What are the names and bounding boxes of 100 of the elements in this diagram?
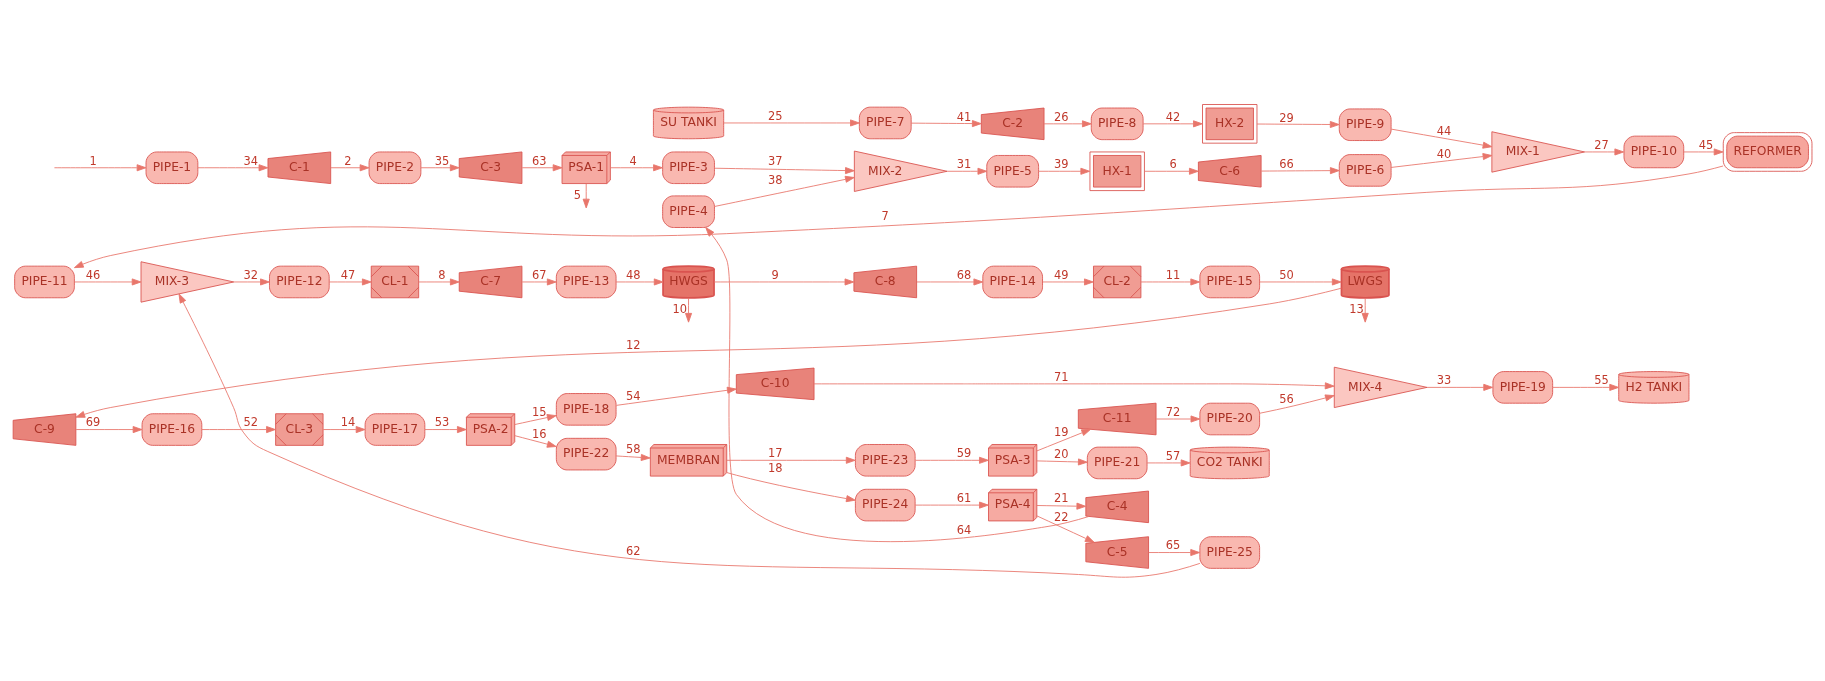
arrow [514,434,557,448]
edge-label: 55 [1594,372,1609,387]
edge-label: 68 [956,267,972,282]
edge-label: 22 [1054,509,1069,524]
arrow [609,163,663,171]
node-box: PIPE-17 [364,412,426,446]
edge-label: 9 [771,267,779,282]
edge-label: 21 [1054,490,1069,505]
edge-label: 58 [625,441,641,456]
edge-label: 71 [1054,369,1069,384]
node-box: C-6 [1197,154,1262,188]
arrow [713,277,855,285]
arrow [726,456,856,464]
node-box: PIPE-6 [1338,153,1392,187]
node-box: REFORMER [1722,131,1813,172]
arrow [54,163,147,171]
arrow [1390,152,1493,168]
arrow [813,381,1335,389]
node-box: PIPE-24 [854,488,916,521]
edge-label: 52 [243,414,258,429]
node-box: C-10 [735,367,815,400]
node-box: PIPE-11 [14,265,75,298]
edge-label: 29 [1279,110,1294,125]
arrow [521,277,557,285]
edge-label: 46 [85,267,101,282]
edge-label: 7 [881,208,889,223]
node-box: PIPE-23 [854,443,916,477]
edge-label: 39 [1054,156,1069,171]
arrow [910,119,982,127]
edge-label: 63 [531,153,547,168]
arrow [201,425,276,433]
arrow [330,163,370,171]
arrow [1256,120,1340,128]
arrow [946,167,988,175]
arrow [328,277,372,285]
edge-label: 4 [629,153,637,168]
node-box: PIPE-22 [555,437,617,470]
node-box: PIPE-13 [555,265,617,298]
node-box: PIPE-15 [1199,265,1261,298]
arrow [1036,457,1088,465]
arrow [1036,502,1087,510]
node-box: PIPE-16 [141,412,203,446]
edge-label: 15 [531,404,547,419]
edge-label: 17 [767,445,783,460]
edge-label: 27 [1594,137,1609,152]
edge-label: 38 [767,172,783,187]
edge-label: 35 [434,153,450,168]
edge-label: 8 [438,267,446,282]
edge-label: 12 [625,337,641,352]
node-box: PIPE-10 [1623,135,1685,168]
arrow [1144,167,1199,175]
edge-label: 53 [434,414,450,429]
node-box: PIPE-20 [1199,402,1261,435]
node-box: C-2 [980,107,1045,140]
edge-label: 45 [1698,137,1714,152]
node-box: C-4 [1085,490,1149,523]
edge-label: 31 [956,156,972,171]
edge-label: 20 [1054,446,1069,461]
node-box: PIPE-18 [555,392,617,426]
arrow [1259,393,1335,414]
node-box: C-8 [853,265,918,298]
edge-label: 11 [1165,267,1181,282]
arrow [424,425,467,433]
arrow [714,166,855,174]
edge-label: 41 [956,109,972,124]
edge-label: 62 [625,543,641,558]
edge-label: 5 [573,187,582,202]
arrow [514,413,557,425]
edge-label: 37 [767,153,783,168]
arrow [1584,147,1625,155]
node-box: PIPE-9 [1338,107,1392,141]
edge-label: 48 [625,267,641,282]
arrow [1426,383,1493,391]
arrow [723,118,860,126]
edge-label: 64 [956,522,972,537]
edge-label: 10 [672,301,688,316]
edge-label: 42 [1165,109,1181,124]
node-box: PIPE-5 [986,154,1040,188]
arrow [74,277,142,285]
arrow [73,165,1724,268]
edge-label: 56 [1279,391,1294,406]
arrow [1155,415,1201,422]
edge-label: 14 [340,414,356,429]
arrow [75,425,143,433]
arrow [615,277,664,285]
node-box: PIPE-1 [145,151,199,184]
arrow [1042,277,1094,285]
arrow [418,277,460,285]
arrow [1361,297,1369,323]
edge-label: 18 [767,460,783,475]
arrow [714,175,855,207]
edge-label: 72 [1165,404,1181,419]
node-box: C-3 [458,151,523,184]
arrow [914,501,989,509]
edge-label: 65 [1165,537,1181,552]
node-box: PIPE-3 [662,151,715,184]
edge-label: 59 [956,445,972,460]
node-box: PIPE-25 [1199,535,1261,569]
arrow [197,163,269,171]
node-box: PIPE-14 [982,265,1043,298]
